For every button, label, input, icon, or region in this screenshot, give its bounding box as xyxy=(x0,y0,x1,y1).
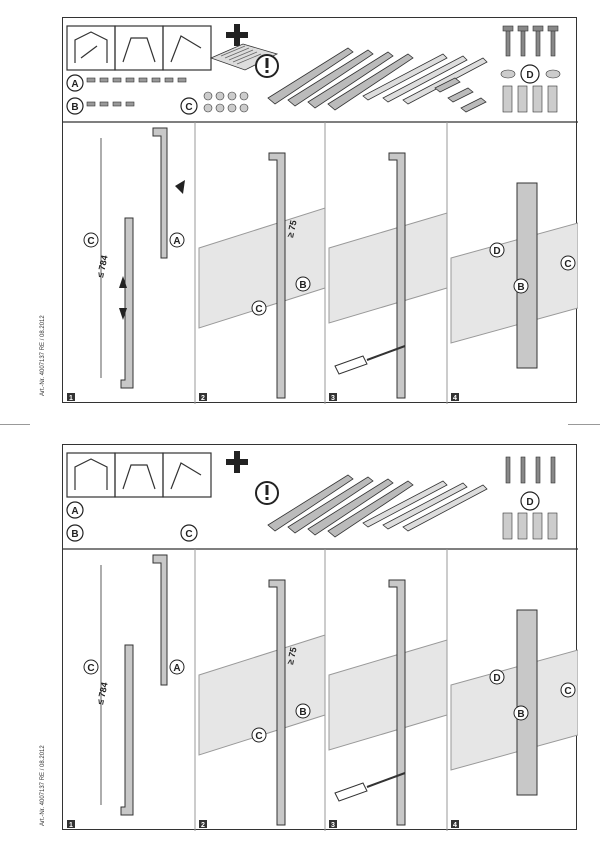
step-4-number: 4 xyxy=(453,395,457,402)
article-number-top: Art.-Nr. 4007137 RE / 08.2012 xyxy=(40,315,46,396)
step-1-panel: ≤ 784 A C 1 xyxy=(67,127,185,402)
callout-b4-letter: B xyxy=(517,282,524,293)
callout-b2-2: B xyxy=(295,703,311,719)
callout-c4-2: C xyxy=(560,682,576,698)
arrow-icon xyxy=(119,180,185,320)
plus-icon-2 xyxy=(226,451,248,473)
cut-line-right xyxy=(568,424,600,425)
sheet-graphic-2: D A B C ≤ 784 A C 1 ≥ 75 B C 2 3 xyxy=(63,451,578,831)
part-letter-b: B xyxy=(71,102,78,113)
step-3-panel-2: 3 xyxy=(328,579,448,829)
parts-header: D A B C xyxy=(63,24,578,123)
callout-b4-2: B xyxy=(513,705,529,721)
callout-c2-letter-2: C xyxy=(255,731,262,742)
part-label-a: A xyxy=(66,74,84,92)
step-1-panel-2: ≤ 784 A C 1 xyxy=(67,554,185,829)
part-letter-c: C xyxy=(185,102,192,113)
part-label-b-2: B xyxy=(66,524,84,542)
callout-a-letter: A xyxy=(173,236,180,247)
step-2-dimension: ≥ 75 xyxy=(285,219,298,238)
warning-icon-2 xyxy=(255,481,279,505)
bolts-a xyxy=(86,77,187,83)
step-2-number-2: 2 xyxy=(201,822,205,829)
callout-c-letter: C xyxy=(87,236,94,247)
instruction-sheet-top: D A B C ≤ 784 A C 1 xyxy=(62,17,578,404)
callout-b2: B xyxy=(295,276,311,292)
callout-b2-letter: B xyxy=(299,280,306,291)
step-4-number-2: 4 xyxy=(453,822,457,829)
mounting-rails-2 xyxy=(267,474,488,538)
part-letter-d: D xyxy=(526,70,533,81)
step-1-number: 1 xyxy=(69,395,73,402)
screw-icon-2 xyxy=(505,456,556,484)
part-letter-d-2: D xyxy=(526,497,533,508)
step-1-dimension-2: ≤ 784 xyxy=(95,681,109,705)
callout-b2-letter-2: B xyxy=(299,707,306,718)
callout-c2: C xyxy=(251,300,267,316)
step-1-number-2: 1 xyxy=(69,822,73,829)
callout-c4: C xyxy=(560,255,576,271)
sheet-graphic: D A B C ≤ 784 A C 1 xyxy=(63,24,578,404)
manual-icon xyxy=(209,43,279,71)
screwdriver-icon xyxy=(334,345,406,375)
callout-d4: D xyxy=(489,242,505,258)
dowel-icon xyxy=(500,69,561,113)
cut-line-left xyxy=(0,424,30,425)
nuts-c xyxy=(203,91,249,113)
callout-d4-letter: D xyxy=(493,246,500,257)
step-1-dimension: ≤ 784 xyxy=(95,254,109,278)
step-3-number: 3 xyxy=(331,395,335,402)
part-letter-c-2: C xyxy=(185,529,192,540)
callout-c: C xyxy=(83,232,99,248)
instruction-sheet-bottom: D A B C ≤ 784 A C 1 ≥ 75 B C 2 3 xyxy=(62,444,578,831)
callout-a-letter-2: A xyxy=(173,663,180,674)
screwdriver-icon-2 xyxy=(334,772,406,802)
callout-a: A xyxy=(169,232,185,248)
article-number-bottom: Art.-Nr. 4007137 RE / 08.2012 xyxy=(40,745,46,826)
step-4-panel: D C B 4 xyxy=(450,182,578,402)
callout-d4-letter-2: D xyxy=(493,673,500,684)
step-4-panel-2: D C B 4 xyxy=(450,609,578,829)
part-label-c: C xyxy=(180,97,198,115)
callout-c4-letter: C xyxy=(564,259,571,270)
callout-c2-letter: C xyxy=(255,304,262,315)
part-label-c-2: C xyxy=(180,524,198,542)
callout-c-2: C xyxy=(83,659,99,675)
warning-icon xyxy=(255,54,279,78)
step-2-number: 2 xyxy=(201,395,205,402)
bracket-type-icons xyxy=(66,25,212,71)
callout-d4-2: D xyxy=(489,669,505,685)
step-2-dimension-2: ≥ 75 xyxy=(285,646,298,665)
step-2-panel: ≥ 75 B C 2 xyxy=(198,152,326,402)
dowel-icon-2 xyxy=(502,512,558,540)
mounting-rails xyxy=(267,47,488,113)
part-letter-b-2: B xyxy=(71,529,78,540)
part-label-b: B xyxy=(66,97,84,115)
screw-icon xyxy=(502,25,559,57)
bracket-type-icons-2 xyxy=(66,452,212,498)
part-letter-a: A xyxy=(71,79,78,90)
part-label-d: D xyxy=(520,64,540,84)
step-3-panel: 3 xyxy=(328,152,448,402)
part-letter-a-2: A xyxy=(71,506,78,517)
callout-a-2: A xyxy=(169,659,185,675)
callout-c2-2: C xyxy=(251,727,267,743)
plus-icon xyxy=(226,24,248,46)
callout-c-letter-2: C xyxy=(87,663,94,674)
step-3-number-2: 3 xyxy=(331,822,335,829)
part-label-d-2: D xyxy=(520,491,540,511)
step-2-panel-2: ≥ 75 B C 2 xyxy=(198,579,326,829)
callout-c4-letter-2: C xyxy=(564,686,571,697)
part-label-a-2: A xyxy=(66,501,84,519)
callout-b4: B xyxy=(513,278,529,294)
callout-b4-letter-2: B xyxy=(517,709,524,720)
bolts-b xyxy=(86,101,135,107)
